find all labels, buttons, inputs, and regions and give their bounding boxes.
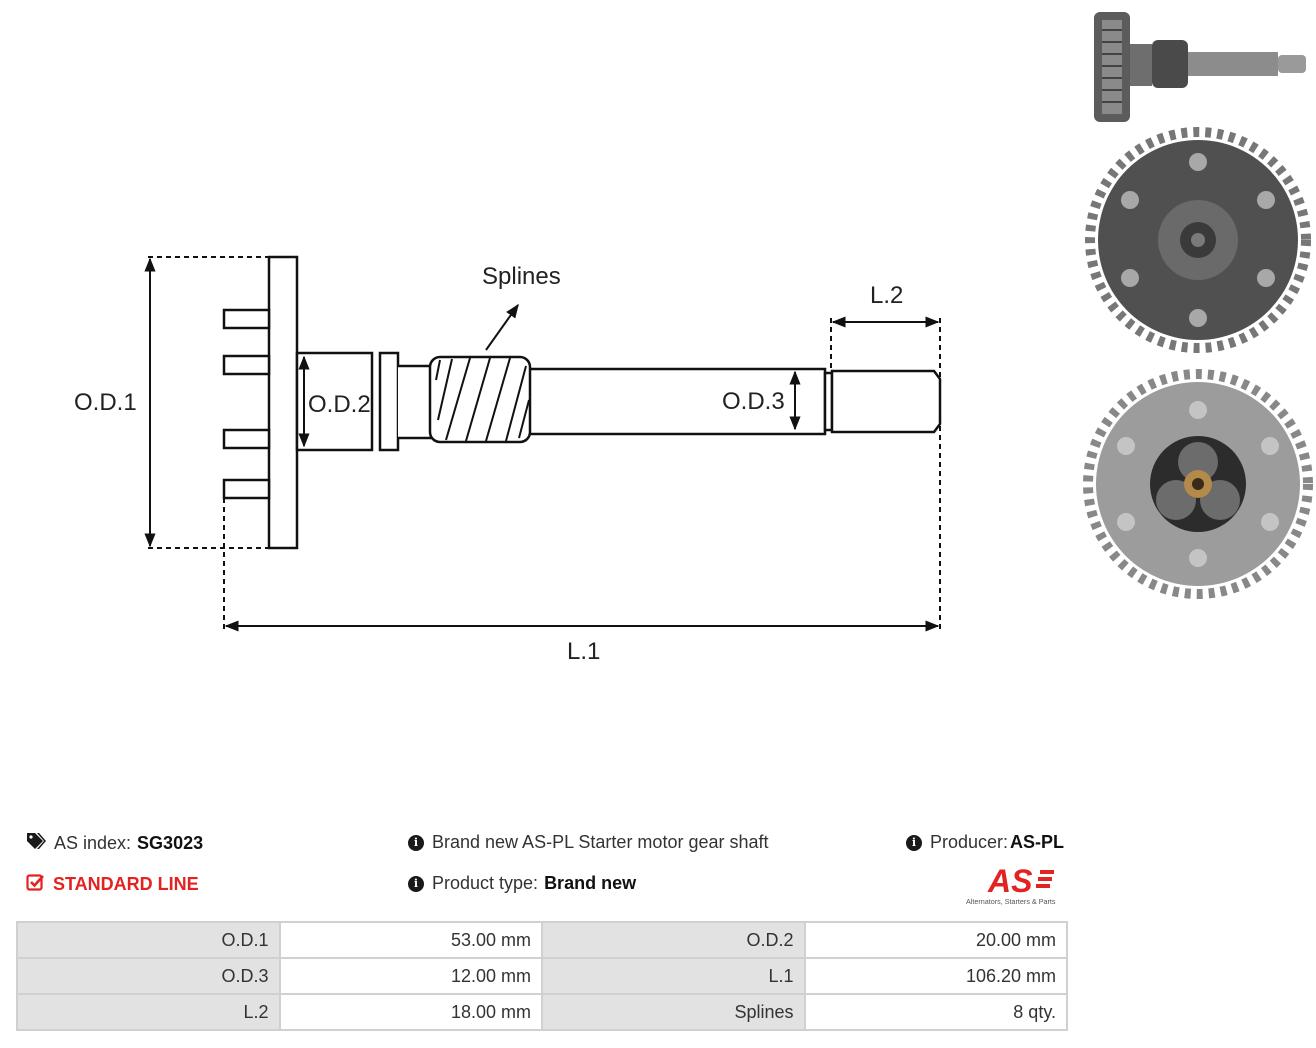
flange-pin [222,478,271,500]
spec-key: O.D.3 [16,957,281,995]
checkbox-checked-icon [26,873,45,896]
info-icon: i [906,834,922,851]
l1-label: L.1 [567,638,600,665]
od2-label: O.D.2 [308,391,371,418]
table-row: L.2 18.00 mm Splines 8 qty. [16,993,1068,1031]
producer-label: Producer: [930,832,1009,852]
spec-key: O.D.1 [16,921,281,959]
spline-section [428,355,532,444]
logo-text: AS [987,863,1033,899]
product-type-value: Brand new [544,873,637,893]
l2-label: L.2 [870,282,903,309]
as-index-value: SG3023 [137,833,204,853]
as-index-label: AS index: [54,833,132,853]
product-type: i Product type: Brand new [408,873,636,894]
info-icon: i [408,834,424,851]
product-line: STANDARD LINE [26,873,199,896]
info-icon: i [408,875,424,892]
producer-value: AS-PL [1010,832,1065,852]
spec-value: 18.00 mm [278,993,543,1031]
description: i Brand new AS-PL Starter motor gear sha… [408,832,769,853]
splines-label: Splines [482,263,561,290]
shaft-end [830,369,942,434]
product-line-label: STANDARD LINE [53,874,199,894]
planetary-carrier-front-view [1083,369,1313,599]
od1-label: O.D.1 [74,389,137,416]
spec-value: 12.00 mm [278,957,543,995]
producer: i Producer: AS-PL [906,832,1064,853]
table-row: O.D.1 53.00 mm O.D.2 20.00 mm [16,921,1068,959]
splines-leader [485,303,519,351]
od3-label: O.D.3 [722,388,785,415]
flange-pin [222,428,271,450]
collar [378,351,400,452]
spec-value: 8 qty. [803,993,1068,1031]
product-photos [1083,12,1313,599]
flange-pin [222,308,271,330]
description-text: Brand new AS-PL Starter motor gear shaft [432,832,769,852]
table-row: O.D.3 12.00 mm L.1 106.20 mm [16,957,1068,995]
technical-drawing: O.D.1 O.D.2 O.D.3 L.1 L.2 Splines [74,255,942,665]
spec-key: Splines [541,993,806,1031]
as-pl-logo: AS Alternators, Starters & Parts [966,863,1056,906]
planetary-carrier-back-view [1085,127,1311,353]
product-type-label: Product type: [432,873,539,893]
spec-value: 20.00 mm [803,921,1068,959]
spec-value: 53.00 mm [278,921,543,959]
as-index: AS index: SG3023 [26,832,203,855]
spec-value: 106.20 mm [803,957,1068,995]
spec-key: L.2 [16,993,281,1031]
gear-shaft-side-view [1094,12,1306,122]
logo-tagline: Alternators, Starters & Parts [966,897,1056,906]
main-shaft [527,367,827,436]
specs-table: O.D.1 53.00 mm O.D.2 20.00 mm O.D.3 12.0… [16,921,1068,1031]
flange-plate [267,255,299,550]
neck [398,364,434,440]
spec-key: L.1 [541,957,806,995]
tags-icon [26,832,46,855]
spec-key: O.D.2 [541,921,806,959]
flange-pin [222,354,271,376]
